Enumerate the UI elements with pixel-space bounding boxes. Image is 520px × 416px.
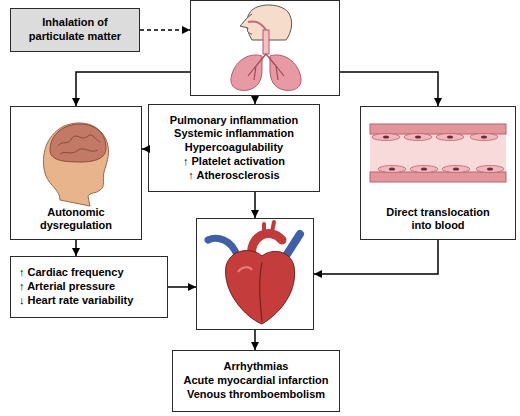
trachea	[263, 30, 269, 54]
mechanism-text: Autonomic dysregulation	[17, 206, 135, 234]
vessel-lumen	[370, 128, 506, 178]
mechanism-item: Hypercoagulability	[185, 141, 283, 155]
cell-nucleus	[389, 167, 395, 170]
brain	[50, 124, 106, 162]
respiratory-illustration	[231, 5, 301, 90]
interventricular-groove	[260, 262, 262, 322]
effect-item: ↑ Arterial pressure	[19, 280, 115, 294]
mechanism-item: ↑ Platelet activation	[183, 155, 285, 169]
cell-nucleus	[421, 167, 427, 170]
endothelial-cells	[372, 134, 504, 173]
cell-nucleus	[487, 167, 493, 170]
mechanism-item: ↑ Atherosclerosis	[188, 169, 279, 183]
heart-body	[226, 251, 295, 324]
endothelial-cell	[436, 134, 464, 141]
mechanism-item: Systemic inflammation	[174, 127, 294, 141]
vena-cava	[282, 234, 300, 262]
endothelial-cell	[378, 166, 406, 173]
flow-arrow	[76, 72, 190, 106]
brain-illustration	[43, 123, 108, 206]
endothelial-cell	[470, 134, 498, 141]
vessel-illustration	[370, 124, 506, 182]
heart-illustration	[208, 222, 300, 324]
head-silhouette	[43, 123, 108, 206]
cell-nucleus	[453, 167, 459, 170]
dashed-arrow	[140, 29, 190, 31]
aortic-arch	[252, 234, 282, 258]
effect-item: ↓ Heart rate variability	[19, 294, 133, 308]
bronchi	[248, 54, 284, 80]
exposure-text: Inhalation of particulate matter	[17, 16, 133, 44]
outcome-item: Acute myocardial infarction	[184, 374, 329, 388]
pulmonary-vessel	[208, 238, 238, 258]
vessel-wall-top	[370, 124, 506, 134]
endothelial-cell	[372, 134, 400, 141]
cell-nucleus	[447, 135, 453, 138]
cell-nucleus	[481, 135, 487, 138]
cell-nucleus	[383, 135, 389, 138]
flow-arrow	[142, 148, 148, 150]
flow-arrow	[254, 192, 256, 218]
mechanism-text: Direct translocation into blood	[376, 206, 500, 234]
cell-nuclei	[383, 135, 493, 170]
left-lung	[231, 55, 262, 90]
brain-folds	[58, 135, 100, 154]
effect-box: ↑ Cardiac frequency↑ Arterial pressure↓ …	[10, 256, 168, 318]
outcome-item: Venous thromboembolism	[187, 388, 325, 402]
brain-box: Autonomic dysregulation	[10, 106, 142, 240]
endothelial-cell	[410, 166, 438, 173]
lungs-box	[190, 0, 340, 96]
endothelial-cell	[442, 166, 470, 173]
flow-arrow	[254, 330, 256, 350]
nasal-passage	[248, 21, 266, 30]
vessel-wall-bottom	[370, 172, 506, 182]
cell-nucleus	[415, 135, 421, 138]
nose-profile	[240, 14, 252, 34]
exposure-box: Inhalation of particulate matter	[10, 8, 140, 52]
right-lung	[270, 55, 301, 90]
mechanism-box: Pulmonary inflammationSystemic inflammat…	[148, 104, 320, 192]
flow-arrow	[314, 240, 438, 274]
head-profile	[247, 5, 292, 40]
endothelial-cell	[404, 134, 432, 141]
heart-box	[196, 218, 314, 330]
flow-arrow	[254, 96, 256, 104]
outcome-item: Arrhythmias	[224, 360, 289, 374]
heart-highlight	[238, 267, 252, 272]
flow-arrow	[168, 286, 196, 288]
mechanism-item: Pulmonary inflammation	[170, 114, 298, 128]
flow-arrow	[340, 72, 438, 106]
arch-branches	[264, 222, 274, 234]
endothelial-cell	[476, 166, 504, 173]
effect-item: ↑ Cardiac frequency	[19, 266, 124, 280]
outcome-box: ArrhythmiasAcute myocardial infarctionVe…	[172, 350, 340, 412]
flow-arrow	[75, 240, 77, 256]
vessel-box: Direct translocation into blood	[360, 106, 516, 240]
